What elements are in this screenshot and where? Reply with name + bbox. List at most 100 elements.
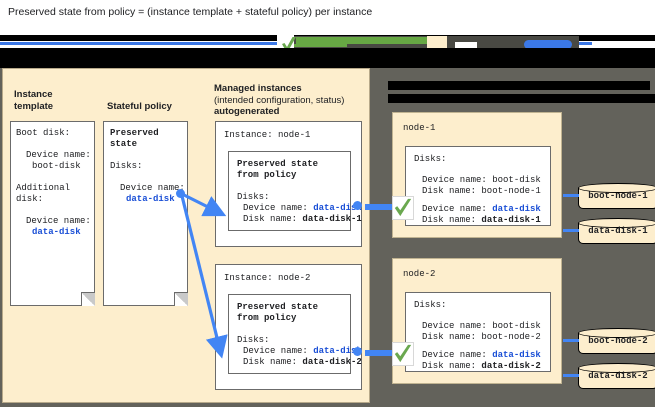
node-disks-label-node-1: Disks: (414, 154, 447, 164)
node-data-disk-row-node-2: Disk name: data-disk-2 (422, 361, 541, 372)
connector-arrows (180, 192, 228, 359)
managed-instance-card-node-1: Instance: node-1 Preserved state from po… (215, 121, 362, 247)
node-card-node-1: node-1 Disks: Device name: boot-disk Dis… (392, 112, 562, 238)
status-badge-node-1 (392, 196, 414, 220)
preserved-device-name-value-node-2: data-disk (313, 346, 362, 356)
node-data-disk-name-label-node-1: Disk name: (422, 215, 477, 225)
card-fold-corner (81, 292, 95, 306)
heading-stateful-policy: Stateful policy (107, 101, 172, 113)
disk-volume-boot-node-1: boot-node-1 (578, 183, 655, 209)
preserved-device-name-label-node-2: Device name: (243, 346, 308, 356)
connector-node-2 (365, 350, 393, 356)
preserved-disk-name-row-node-2: Disk name: data-disk-2 (243, 357, 362, 368)
preserved-device-name-row-node-1: Device name: data-disk (243, 203, 362, 214)
preserved-disks-label-node-1: Disks: (237, 192, 270, 202)
legend-green-connector (292, 44, 347, 47)
cylinder-top (578, 183, 655, 193)
managed-instance-card-node-2: Instance: node-2 Preserved state from po… (215, 264, 362, 390)
arrow-policy-to-node-2 (180, 195, 228, 359)
cylinder-top (578, 363, 655, 373)
legend-strip (0, 28, 655, 68)
policy-device-name-label: Device name: (120, 183, 185, 193)
managed-instance-label-node-2: Instance: node-2 (224, 273, 311, 283)
additional-device-name-label: Device name: (26, 216, 91, 226)
preserved-disk-name-label-node-1: Disk name: (243, 214, 298, 224)
cylinder-top (578, 328, 655, 338)
disk-volume-label-boot-node-1: boot-node-1 (588, 191, 648, 201)
connector-origin-dot-policy (176, 189, 185, 198)
link-line-boot-node-1 (563, 194, 579, 197)
heading-instance-template: Instance template (14, 89, 53, 112)
policy-device-name-value: data-disk (126, 194, 175, 204)
node-data-device-name-value-node-1: data-disk (492, 204, 541, 214)
preserved-disk-name-label-node-2: Disk name: (243, 357, 298, 367)
disk-volume-data-disk-2: data-disk-2 (578, 363, 655, 389)
node-name-node-1: node-1 (403, 123, 436, 133)
heading-instance-template-line1: Instance (14, 89, 53, 100)
connector-origin-dot-node-1 (353, 201, 362, 210)
legend-redaction-bar-bottom (0, 48, 655, 68)
legend-blue-blob (524, 40, 572, 49)
node-name-node-2: node-2 (403, 269, 436, 279)
node-boot-device-name-node-1: Device name: boot-disk (422, 175, 541, 185)
disk-volume-data-disk-1: data-disk-1 (578, 218, 655, 244)
card-fold-corner (174, 292, 188, 306)
node-data-device-row-node-1: Device name: data-disk (422, 204, 541, 215)
redaction-bar-1 (388, 81, 650, 90)
connector-origin-dot-node-2 (353, 347, 362, 356)
preserved-state-box-node-2: Preserved state from policy Disks: Devic… (228, 294, 362, 374)
legend-white-notch (455, 42, 477, 51)
policy-disks-label: Disks: (110, 161, 143, 171)
page-title: Preserved state from policy = (instance … (8, 6, 373, 18)
disk-volume-label-boot-node-2: boot-node-2 (588, 336, 648, 346)
preserved-heading-node-2-line1: Preserved state (237, 302, 319, 312)
managed-instance-label-node-1: Instance: node-1 (224, 130, 311, 140)
link-line-boot-node-2 (563, 339, 579, 342)
boot-disk-label: Boot disk: (16, 128, 71, 138)
preserved-device-name-row-node-2: Device name: data-disk (243, 346, 362, 357)
preserved-state-heading-line2: state (110, 139, 138, 149)
node-data-disk-row-node-1: Disk name: data-disk-1 (422, 215, 541, 226)
preserved-disk-name-value-node-1: data-disk-1 (302, 214, 362, 224)
heading-managed-instances-line3: autogenerated (214, 106, 280, 117)
node-data-disk-name-value-node-1: data-disk-1 (481, 215, 541, 225)
node-boot-device-name-node-2: Device name: boot-disk (422, 321, 541, 331)
preserved-state-heading-line1: Preserved (110, 128, 159, 138)
link-line-data-disk-2 (563, 374, 579, 377)
preserved-device-name-value-node-1: data-disk (313, 203, 362, 213)
cylinder-body (578, 368, 655, 389)
cylinder-body (578, 188, 655, 209)
disk-volume-label-data-disk-2: data-disk-2 (588, 371, 648, 381)
check-icon (394, 344, 412, 363)
node-disks-box-node-2: Disks: Device name: boot-disk Disk name:… (405, 292, 551, 372)
heading-managed-instances-line1: Managed instances (214, 83, 302, 94)
node-data-disk-name-value-node-2: data-disk-2 (481, 361, 541, 371)
boot-device-name-label: Device name: (26, 150, 91, 160)
cylinder-body (578, 333, 655, 354)
connector-node-1 (365, 204, 393, 210)
preserved-disk-name-row-node-1: Disk name: data-disk-1 (243, 214, 362, 225)
status-badge-node-2 (392, 342, 414, 366)
node-data-device-row-node-2: Device name: data-disk (422, 350, 541, 361)
redaction-bar-2 (388, 94, 655, 103)
node-boot-disk-name-node-2: Disk name: boot-node-2 (422, 332, 541, 342)
node-card-node-2: node-2 Disks: Device name: boot-disk Dis… (392, 258, 562, 384)
check-icon (394, 198, 412, 217)
legend-green-bar (296, 37, 427, 44)
stateful-policy-card: Preserved state Disks: Device name: data… (103, 121, 188, 306)
preserved-heading-node-1-line2: from policy (237, 170, 297, 180)
additional-device-name-value: data-disk (32, 227, 81, 237)
arrow-policy-to-node-1 (181, 192, 227, 217)
node-disks-label-node-2: Disks: (414, 300, 447, 310)
preserved-device-name-label-node-1: Device name: (243, 203, 308, 213)
heading-managed-instances-line2: (intended configuration, status) (214, 94, 345, 106)
node-data-device-name-value-node-2: data-disk (492, 350, 541, 360)
diagram-canvas: Instance template Stateful policy Manage… (0, 68, 655, 407)
additional-disk-label-line1: Additional (16, 183, 71, 193)
heading-instance-template-line2: template (14, 100, 54, 112)
preserved-heading-node-2-line2: from policy (237, 313, 297, 323)
disk-volume-boot-node-2: boot-node-2 (578, 328, 655, 354)
preserved-disk-name-value-node-2: data-disk-2 (302, 357, 362, 367)
preserved-heading-node-1-line1: Preserved state (237, 159, 319, 169)
